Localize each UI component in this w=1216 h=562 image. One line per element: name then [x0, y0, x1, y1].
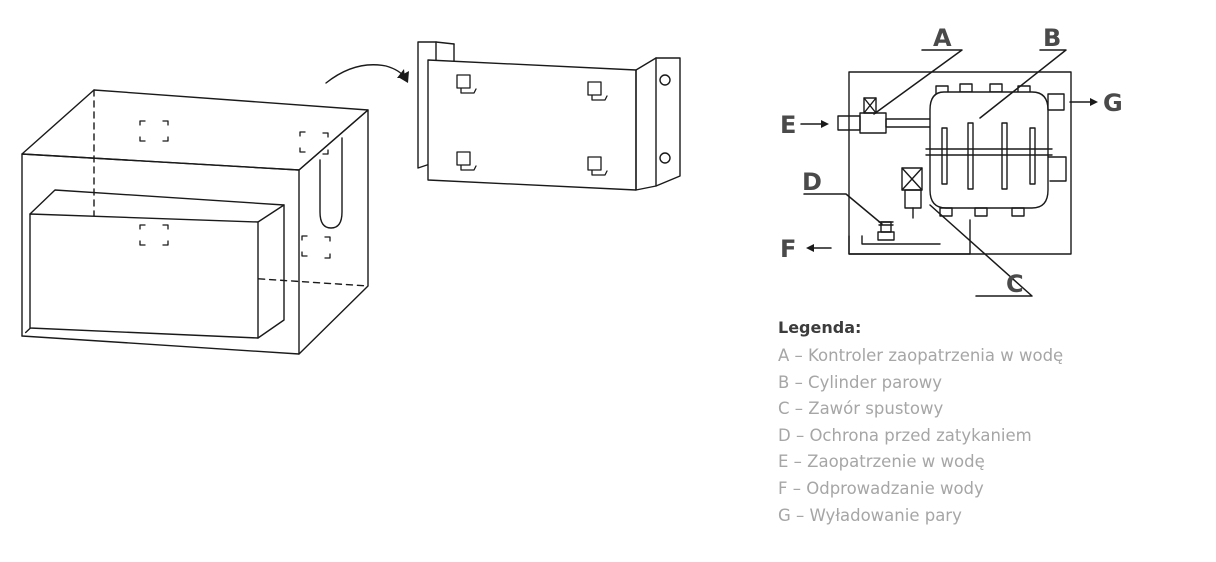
- humidifier-schematic: [800, 49, 1098, 297]
- callout-c: C: [1006, 270, 1024, 298]
- mounting-arrow: [325, 64, 409, 84]
- water-inlet-pipe: [837, 97, 933, 134]
- callout-g: G: [1103, 89, 1123, 117]
- legend-item-a: A – Kontroler zaopatrzenia w wodę: [778, 346, 1064, 365]
- legend-item-e: E – Zaopatrzenie w wodę: [778, 452, 985, 472]
- callout-a: A: [933, 24, 952, 52]
- bracket-hole-bottom: [659, 152, 671, 164]
- steam-outlet-pipe: [1047, 93, 1067, 182]
- callout-arrows: [800, 98, 1098, 252]
- bracket-side-flange: [635, 57, 681, 191]
- bracket-hole-top: [659, 74, 671, 86]
- callout-labels: A B C D E F G: [780, 24, 1123, 298]
- callout-d: D: [802, 168, 822, 196]
- bracket-clips: [456, 74, 608, 176]
- mounting-bracket-drawing: [417, 41, 681, 191]
- cabinet-top-face: [21, 89, 369, 171]
- mounting-point-markers: [139, 120, 331, 259]
- inner-device-box: [29, 189, 285, 339]
- legend-item-b: B – Cylinder parowy: [778, 372, 942, 392]
- legend: Legenda: A – Kontroler zaopatrzenia w wo…: [778, 318, 1198, 529]
- cabinet-right-face: [298, 109, 369, 355]
- cabinet-drawing: [21, 89, 369, 355]
- callout-leader-lines: [803, 49, 1067, 297]
- drain-valve: [901, 167, 923, 219]
- legend-item-f: F – Odprowadzanie wody: [778, 478, 984, 498]
- legend-item-g: G – Wyładowanie pary: [778, 505, 962, 525]
- cabinet-side-slot: [319, 137, 343, 229]
- callout-b: B: [1043, 24, 1061, 52]
- legend-item-c: C – Zawór spustowy: [778, 399, 944, 419]
- drain-tray: [848, 219, 971, 255]
- callout-f: F: [780, 235, 796, 263]
- legend-title: Legenda:: [778, 318, 862, 337]
- callout-e: E: [780, 111, 796, 139]
- steam-cylinder: [925, 83, 1053, 217]
- legend-item-d: D – Ochrona przed zatykaniem: [778, 425, 1032, 445]
- bracket-plate: [427, 59, 637, 191]
- anti-clog-fitting: [877, 221, 895, 241]
